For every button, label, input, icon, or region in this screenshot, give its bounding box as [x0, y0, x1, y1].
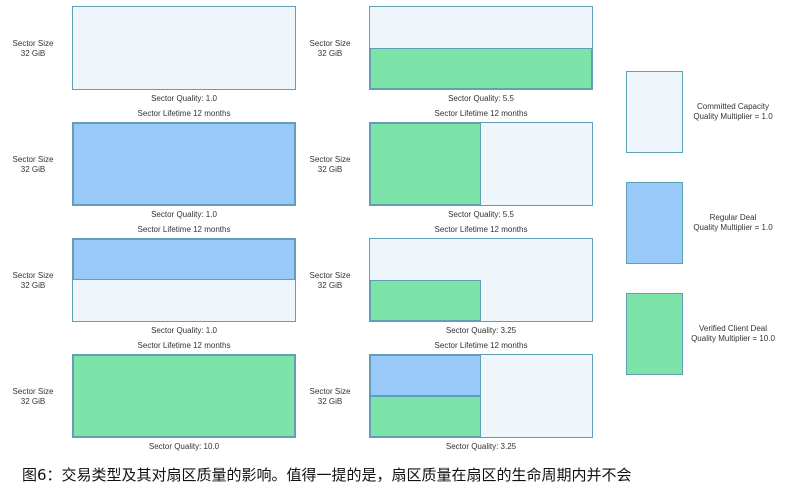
sector-size-value: 32 GiB [20, 165, 46, 174]
sector-size-title: Sector Size [12, 155, 54, 164]
legend-swatch-verified [626, 293, 683, 375]
lifetime-label: Sector Lifetime 12 months [137, 341, 231, 350]
sector-panel [72, 6, 296, 90]
sector-quality-label: Sector Quality: 3.25 [445, 442, 517, 451]
regular-deal-segment [73, 239, 295, 280]
sector-size-title: Sector Size [309, 155, 351, 164]
sector-size-value: 32 GiB [317, 165, 343, 174]
sector-quality-label: Sector Quality: 1.0 [151, 94, 217, 103]
sector-panel [72, 122, 296, 206]
lifetime-label: Sector Lifetime 12 months [369, 0, 593, 2]
sector-panel [369, 122, 593, 206]
sector-size-value: 32 GiB [317, 49, 343, 58]
regular-deal-segment [73, 123, 295, 205]
legend-multiplier: Quality Multiplier = 1.0 [693, 112, 773, 121]
legend-multiplier: Quality Multiplier = 1.0 [693, 223, 773, 232]
lifetime-label: Sector Lifetime 12 months [434, 109, 528, 118]
sector-quality-label: Sector Quality: 10.0 [148, 442, 220, 451]
legend-multiplier: Quality Multiplier = 10.0 [691, 334, 775, 343]
sector-size-title: Sector Size [309, 387, 351, 396]
sector-panel [72, 354, 296, 438]
sector-size-title: Sector Size [309, 271, 351, 280]
verified-deal-segment [370, 280, 481, 321]
sector-size-title: Sector Size [12, 271, 54, 280]
sector-panel [369, 354, 593, 438]
sector-quality-label: Sector Quality: 1.0 [151, 326, 217, 335]
sector-panel [369, 6, 593, 90]
legend-swatch-committed [626, 71, 683, 153]
sector-size-value: 32 GiB [20, 397, 46, 406]
regular-deal-segment [370, 355, 481, 396]
sector-panel [369, 238, 593, 322]
sector-size-title: Sector Size [12, 39, 54, 48]
legend-title: Verified Client Deal [698, 324, 768, 333]
sector-size-title: Sector Size [12, 387, 54, 396]
lifetime-label: Sector Lifetime 12 months [72, 0, 296, 2]
lifetime-label: Sector Lifetime 12 months [434, 225, 528, 234]
sector-quality-label: Sector Quality: 5.5 [448, 94, 514, 103]
sector-panel [72, 238, 296, 322]
legend-title: Committed Capacity [696, 102, 770, 111]
sector-quality-label: Sector Quality: 5.5 [448, 210, 514, 219]
legend-title: Regular Deal [709, 213, 757, 222]
verified-deal-segment [73, 355, 295, 437]
verified-deal-segment [370, 396, 481, 437]
sector-size-value: 32 GiB [20, 49, 46, 58]
verified-deal-segment [370, 48, 592, 89]
legend-swatch-regular [626, 182, 683, 264]
sector-size-value: 32 GiB [317, 397, 343, 406]
verified-deal-segment [370, 123, 481, 205]
lifetime-label: Sector Lifetime 12 months [137, 225, 231, 234]
sector-size-value: 32 GiB [317, 281, 343, 290]
lifetime-label: Sector Lifetime 12 months [137, 109, 231, 118]
lifetime-label: Sector Lifetime 12 months [434, 341, 528, 350]
sector-quality-label: Sector Quality: 3.25 [445, 326, 517, 335]
figure-caption: 图6：交易类型及其对扇区质量的影响。值得一提的是，扇区质量在扇区的生命周期内并不… [22, 466, 632, 484]
sector-quality-label: Sector Quality: 1.0 [151, 210, 217, 219]
sector-size-title: Sector Size [309, 39, 351, 48]
sector-size-value: 32 GiB [20, 281, 46, 290]
